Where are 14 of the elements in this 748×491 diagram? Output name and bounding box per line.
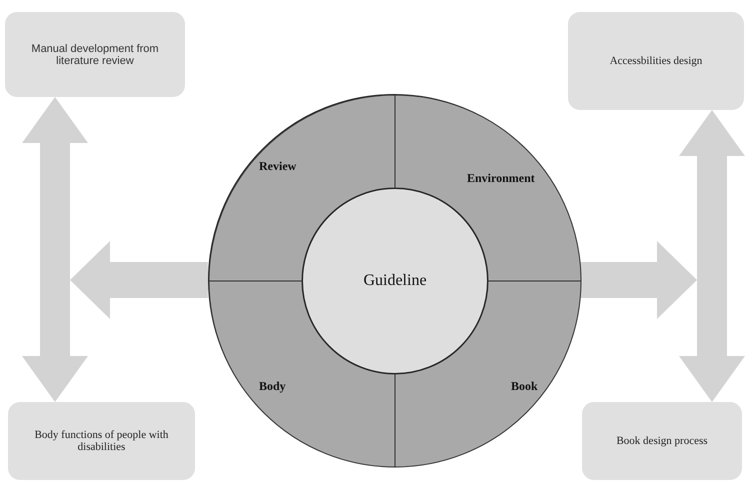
block-arrow xyxy=(580,241,697,319)
box-label: Body functions of people with disabilities xyxy=(34,429,170,453)
block-arrow xyxy=(70,241,208,319)
double-arrow xyxy=(679,110,745,402)
box-label: Accessbilities design xyxy=(610,55,702,67)
segment-label: Body xyxy=(259,379,286,394)
segment-label: Review xyxy=(259,159,296,174)
box-label: Book design process xyxy=(616,435,708,447)
center-label: Guideline xyxy=(363,272,427,290)
ring-diagram xyxy=(208,94,580,466)
double-arrow xyxy=(22,97,88,402)
segment-label: Environment xyxy=(467,171,535,186)
box-label: Manual development from literature review xyxy=(30,42,160,66)
segment-label: Book xyxy=(511,379,538,394)
